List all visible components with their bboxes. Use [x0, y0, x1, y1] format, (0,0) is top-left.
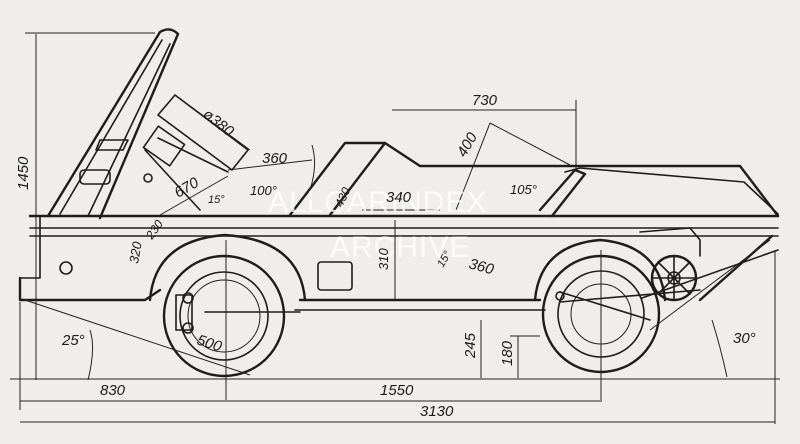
headlight: [59, 261, 73, 275]
rear-seat-dimension-line: [455, 122, 571, 211]
label-overall-height: 1450: [15, 156, 32, 190]
height-dimension-line: [25, 32, 155, 380]
steering-dimension-lines: [174, 94, 316, 191]
windshield-frame-inner: [59, 39, 171, 217]
label-rear-seat-top-length: 730: [472, 92, 498, 109]
vehicle-body: [18, 28, 780, 311]
axle-center-lines: [225, 240, 602, 402]
label-steering-wheel-diameter: ø380: [200, 106, 238, 141]
label-seat-spacing: 340: [386, 189, 412, 206]
watermark-line-2: ARCHIVE: [330, 231, 470, 264]
label-overall-length: 3130: [420, 403, 454, 420]
rivet: [143, 173, 153, 183]
dimension-labels: 1450 ø380 360 670 15° 100° 320 230 430 3…: [15, 92, 756, 420]
watermark-line-1: ALLCARINDEX: [268, 186, 487, 219]
overall-length-dimension-line: [20, 250, 776, 424]
label-departure-angle: 30°: [733, 330, 756, 347]
front-wheel: [162, 254, 301, 378]
side-window-slot: [79, 169, 111, 185]
rear-suspension: [559, 289, 701, 321]
label-front-overhang: 830: [100, 382, 126, 399]
rear-seat-back: [538, 168, 587, 218]
rear-wheel-arch: [533, 238, 667, 302]
label-windshield-to-wheel: 360: [262, 150, 288, 167]
bolt: [555, 291, 565, 301]
departure-angle-line: [649, 239, 771, 378]
propeller: [639, 227, 701, 302]
hull-bow: [18, 276, 162, 302]
front-wheel-arch: [148, 233, 307, 302]
bolt: [182, 322, 194, 334]
label-front-seat-angle: 100°: [250, 183, 277, 198]
steering-column: [144, 137, 229, 211]
engine-cover: [564, 167, 779, 215]
propeller-spokes: [651, 255, 697, 301]
hull-front-panel: [19, 215, 41, 279]
bolt: [182, 292, 194, 304]
label-hull-clearance: 245: [462, 332, 479, 359]
windshield-frame: [46, 28, 180, 220]
label-rear-seat-angle: 105°: [510, 182, 537, 197]
front-tire: [162, 254, 286, 378]
wheelbase-dimension-line: [19, 302, 600, 410]
label-seat-back-angle: 15°: [208, 194, 225, 206]
battery-box: [317, 261, 353, 291]
approach-angle-line: [21, 298, 251, 381]
label-approach-angle: 25°: [61, 332, 85, 349]
windshield-hinge: [95, 139, 129, 151]
front-hub: [187, 279, 261, 353]
label-wheelbase: 1550: [380, 382, 414, 399]
seat-back-dimension-line: [159, 175, 229, 216]
label-seat-cushion-height: 310: [376, 248, 391, 270]
top-length-dimension-line: [392, 100, 577, 170]
label-rear-cushion-length: 360: [467, 255, 496, 278]
instrument-box: [142, 125, 186, 167]
label-seat-back-length: 670: [172, 174, 203, 202]
label-ground-clearance: 180: [499, 340, 516, 366]
hull-rails: [29, 227, 779, 237]
rear-deck: [383, 141, 780, 218]
engine-block: [639, 227, 701, 257]
steering-wheel: [157, 94, 249, 171]
hull-stern: [698, 234, 774, 302]
label-floor-to-seat: 230: [142, 217, 166, 243]
front-rim: [179, 271, 269, 361]
dimension-lines: [10, 32, 780, 424]
front-seat-back: [288, 141, 387, 217]
label-front-seat-height: 320: [126, 240, 145, 265]
clearance-dimension-lines: [480, 320, 540, 378]
